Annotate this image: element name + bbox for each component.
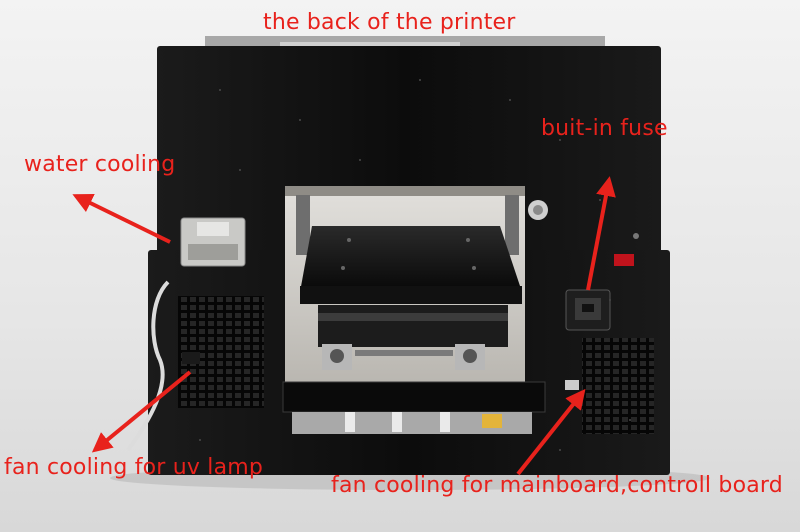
arrow-water-cooling [72, 194, 171, 244]
label-built-in-fuse: buit-in fuse [541, 116, 668, 141]
front-bar [282, 381, 546, 413]
arrow-fan-mainboard [516, 388, 586, 476]
arrow-fan-uv [91, 370, 192, 453]
label-water-cooling: water cooling [24, 152, 176, 177]
power-switch [614, 254, 634, 266]
print-bed [300, 226, 522, 292]
label-fan-cooling-mainboard: fan cooling for mainboard,controll board [331, 473, 783, 498]
label-fan-cooling-uv-lamp: fan cooling for uv lamp [4, 455, 264, 480]
vent-right [582, 338, 654, 434]
arrow-fuse [586, 176, 616, 291]
label-printer-back: the back of the printer [263, 10, 516, 35]
